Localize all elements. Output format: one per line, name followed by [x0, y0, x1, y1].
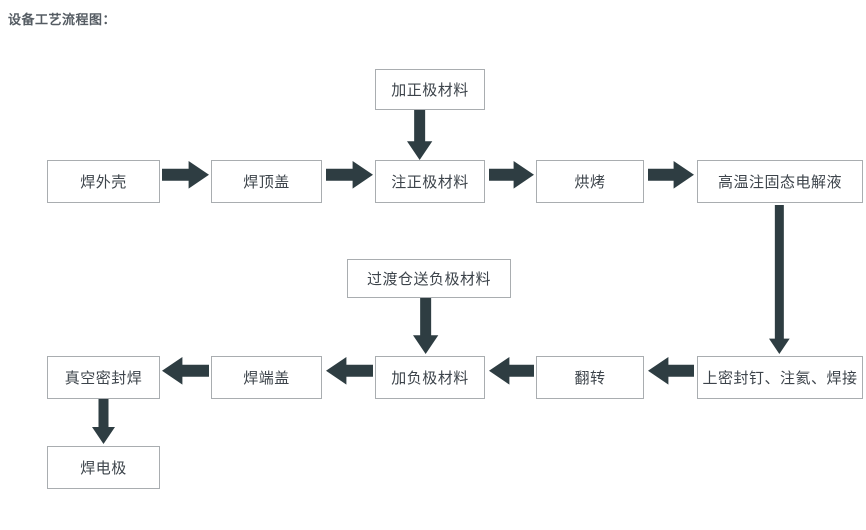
node-label: 翻转	[574, 369, 606, 387]
node-weld-top-cover[interactable]: 焊顶盖	[211, 160, 322, 203]
node-label: 加正极材料	[391, 81, 469, 99]
node-flip-over[interactable]: 翻转	[536, 356, 644, 399]
arrow-flip-to-addanode	[489, 357, 534, 385]
node-bake[interactable]: 烘烤	[536, 160, 644, 203]
node-label: 焊外壳	[80, 173, 127, 191]
node-weld-end-cap[interactable]: 焊端盖	[211, 356, 322, 399]
arrow-inject-to-bake	[489, 161, 534, 189]
node-label: 注正极材料	[391, 173, 469, 191]
node-seal-pin-helium-weld[interactable]: 上密封钉、注氦、焊接	[697, 356, 863, 399]
node-label: 过渡仓送负极材料	[366, 270, 491, 288]
node-label: 高温注固态电解液	[717, 173, 842, 191]
node-label: 焊端盖	[243, 369, 290, 387]
node-label: 焊顶盖	[243, 173, 290, 191]
node-label: 上密封钉、注氦、焊接	[702, 369, 858, 387]
arrow-sealpin-to-flip	[648, 357, 694, 385]
node-transfer-chamber-anode[interactable]: 过渡仓送负极材料	[347, 259, 511, 298]
node-vacuum-seal-weld[interactable]: 真空密封焊	[47, 356, 160, 399]
node-add-cathode-material[interactable]: 加正极材料	[375, 69, 485, 110]
arrow-endcap-to-vacuumseal	[162, 357, 209, 385]
node-weld-electrode[interactable]: 焊电极	[47, 446, 160, 489]
node-label: 真空密封焊	[64, 369, 143, 387]
arrow-shell-to-topcover	[162, 161, 209, 189]
arrow-add-cathode-to-inject	[407, 110, 433, 160]
arrow-bake-to-electrolyte	[648, 161, 694, 189]
page-title: 设备工艺流程图：	[8, 13, 117, 28]
node-high-temp-solid-electrolyte[interactable]: 高温注固态电解液	[697, 160, 863, 203]
node-label: 焊电极	[80, 459, 127, 477]
arrow-electrolyte-to-sealpin	[768, 205, 790, 354]
node-inject-cathode-material[interactable]: 注正极材料	[375, 160, 485, 203]
arrow-vacuumseal-to-electrode	[91, 399, 115, 444]
node-weld-shell[interactable]: 焊外壳	[47, 160, 160, 203]
arrow-addanode-to-endcap	[326, 357, 373, 385]
arrow-topcover-to-inject	[326, 161, 373, 189]
arrow-transfer-to-addanode	[413, 298, 439, 354]
node-label: 加负极材料	[391, 369, 469, 387]
node-add-anode-material[interactable]: 加负极材料	[375, 356, 485, 399]
node-label: 烘烤	[574, 173, 606, 191]
